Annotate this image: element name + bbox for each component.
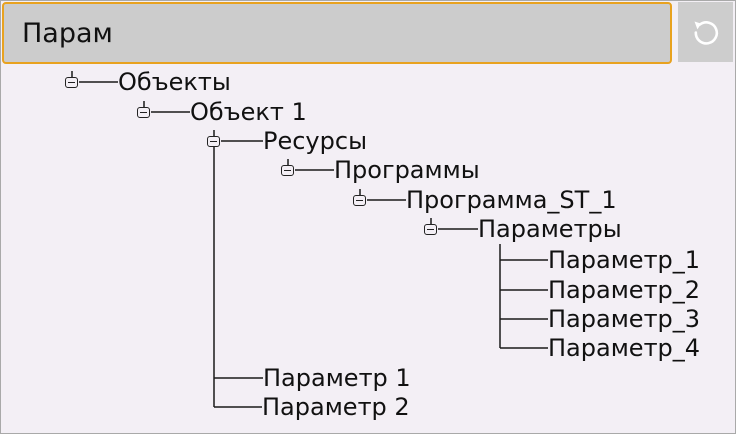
collapse-objects-toggle[interactable] xyxy=(65,77,78,88)
tree-node-parameter1[interactable]: Параметр 1 xyxy=(263,364,411,392)
tree-node-param-1[interactable]: Параметр_1 xyxy=(548,246,701,274)
search-bar[interactable] xyxy=(2,2,672,64)
reset-icon xyxy=(693,21,718,45)
tree-node-programs[interactable]: Программы xyxy=(334,156,480,184)
collapse-programs-toggle[interactable] xyxy=(281,165,294,176)
collapse-parameters-toggle[interactable] xyxy=(424,224,437,235)
collapse-object1-toggle[interactable] xyxy=(137,107,150,118)
tree-node-object1[interactable]: Объект 1 xyxy=(190,98,307,126)
reset-button[interactable] xyxy=(678,2,733,62)
tree-node-parameters[interactable]: Параметры xyxy=(478,215,622,243)
collapse-resources-toggle[interactable] xyxy=(207,136,220,147)
tree-node-param-2[interactable]: Параметр_2 xyxy=(548,276,701,304)
tree-node-parameter2[interactable]: Параметр 2 xyxy=(262,393,410,421)
tree-node-objects[interactable]: Объекты xyxy=(118,68,231,96)
tree-node-program-st1[interactable]: Программа_ST_1 xyxy=(406,186,617,214)
search-input[interactable] xyxy=(4,4,670,62)
collapse-program-st1-toggle[interactable] xyxy=(353,195,366,206)
tree-node-param-4[interactable]: Параметр_4 xyxy=(548,334,701,362)
tree-node-resources[interactable]: Ресурсы xyxy=(263,127,368,155)
tree-node-param-3[interactable]: Параметр_3 xyxy=(548,305,701,333)
